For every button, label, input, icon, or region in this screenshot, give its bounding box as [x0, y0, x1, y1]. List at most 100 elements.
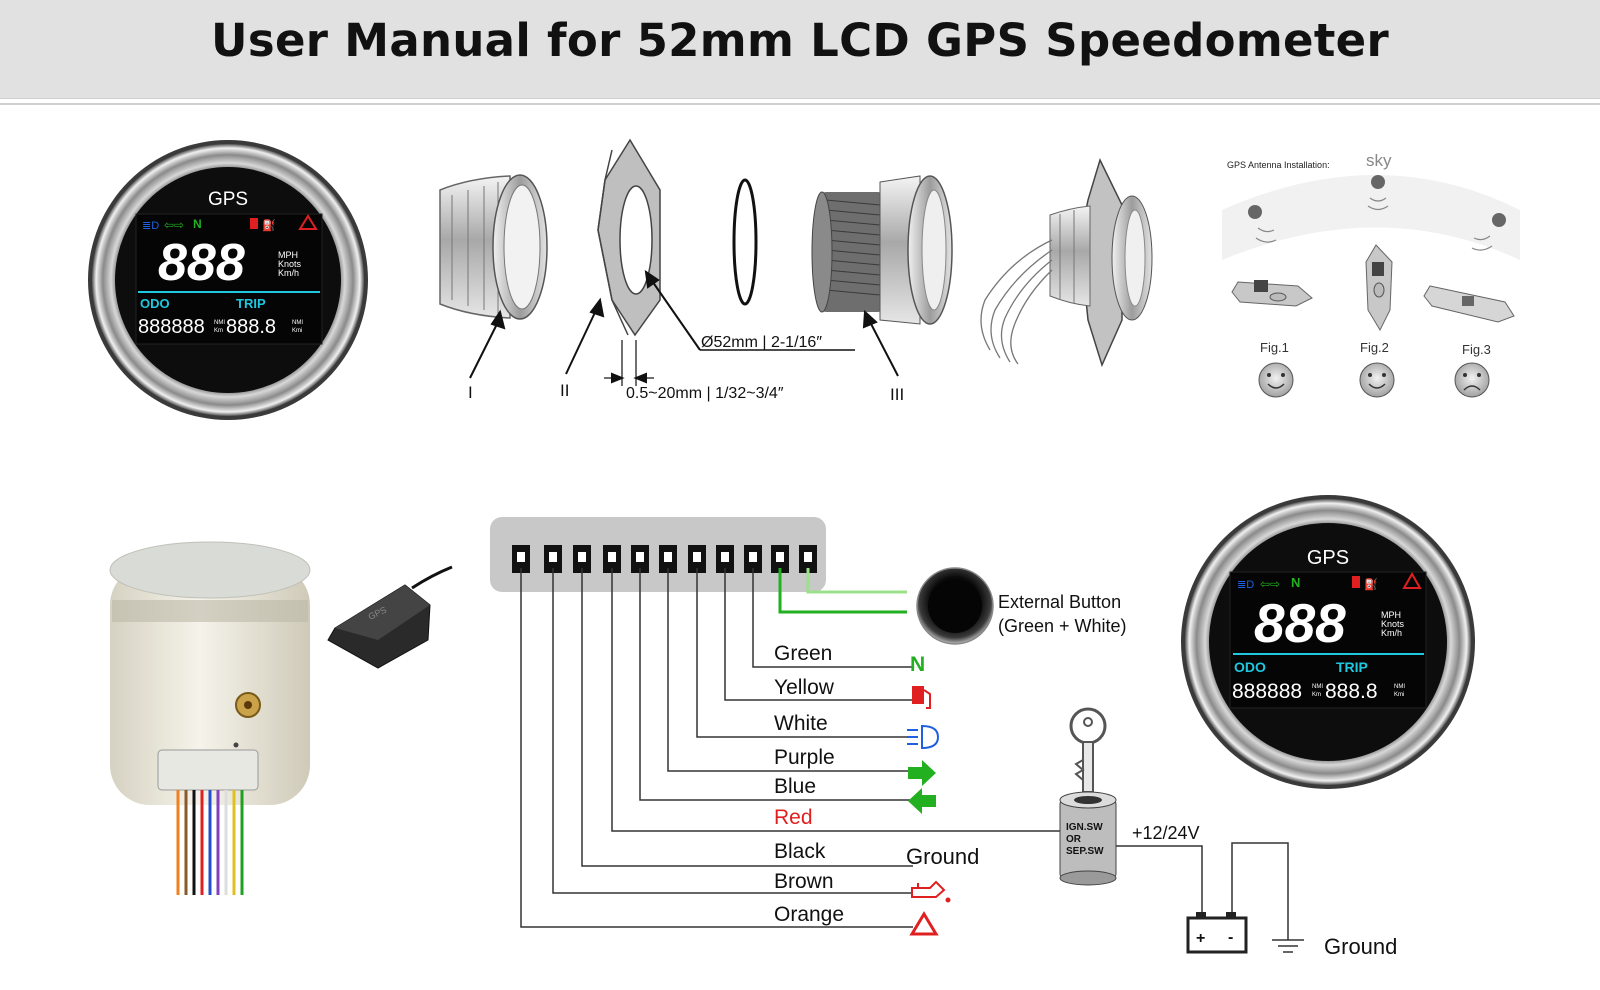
gauge-rear-view — [109, 541, 311, 895]
part-label-i: I — [468, 383, 473, 402]
smiley-happy-icon — [1359, 362, 1395, 398]
odo-label: ODO — [140, 296, 170, 311]
fig-1-label: Fig.1 — [1260, 340, 1289, 355]
o-ring — [732, 178, 758, 306]
connector-pin-slot — [578, 552, 586, 562]
odo-digits: 888888 — [138, 316, 205, 338]
voltage-label: +12/24V — [1132, 823, 1200, 843]
gauge-bottom-right: GPS ≣D ⇦⇨ N ⛽ 888 MPH Knots Km/h ODO TRI… — [1181, 495, 1475, 789]
smiley-happy-icon — [1258, 362, 1294, 398]
odo-unit-nmi: NMI — [214, 320, 225, 326]
connector-pin-slot — [693, 552, 701, 562]
power-wiring — [1116, 842, 1289, 940]
thickness-label: 0.5~20mm | 1/32~3/4″ — [626, 385, 784, 402]
wire-label-white: White — [774, 712, 828, 735]
connector-pin-slot — [517, 552, 525, 562]
gauge-brand-label: GPS — [208, 189, 248, 210]
trip-label: TRIP — [1336, 659, 1368, 675]
odo-digits: 888888 — [1232, 680, 1302, 703]
neutral-indicator: N — [193, 217, 202, 231]
warning-triangle-icon — [909, 911, 939, 936]
connector-pin-slot — [549, 552, 557, 562]
connector-pin-slot — [664, 552, 672, 562]
part-nut — [439, 174, 548, 320]
unit-mph: MPH — [278, 250, 298, 260]
oil-can-icon — [911, 880, 951, 903]
neutral-icon: N — [910, 653, 925, 676]
trip-unit-kmi: Kmi — [1394, 692, 1404, 698]
wiring-lines — [520, 568, 1062, 928]
unit-knots: Knots — [1381, 619, 1405, 629]
switch-label-2: OR — [1066, 834, 1082, 845]
title-banner: User Manual for 52mm LCD GPS Speedometer — [0, 0, 1600, 99]
switch-label-3: SEP.SW — [1066, 846, 1104, 857]
neutral-indicator: N — [1291, 575, 1300, 590]
battery-icon: + - — [1186, 912, 1248, 954]
part-label-iii: III — [890, 385, 904, 404]
installation-diagram: I II III Ø52mm | 2-1/16″ 0.5~20mm | 1/32… — [439, 138, 1153, 404]
battery-minus: - — [1228, 929, 1233, 946]
trip-label: TRIP — [236, 296, 266, 311]
trip-unit-nmi: NMI — [1394, 684, 1405, 690]
part-assembled — [980, 157, 1153, 368]
connector-pin-slot — [636, 552, 644, 562]
wire-label-yellow: Yellow — [774, 676, 835, 699]
ground-symbol-icon — [1272, 939, 1304, 953]
wire-icons: N — [907, 653, 951, 936]
key-icon — [1069, 707, 1107, 793]
gauge-top-left: GPS ≣D ⇦⇨ N ⛽ 888 MPH Knots Km/h ODO TRI… — [88, 140, 368, 420]
wire-label-green: Green — [774, 642, 832, 665]
warning-icon — [298, 214, 318, 230]
gauge-brand-label: GPS — [1307, 547, 1349, 569]
wire-label-blue: Blue — [774, 775, 816, 798]
odo-label: ODO — [1234, 659, 1266, 675]
left-arrow-icon — [908, 788, 936, 814]
header-divider — [0, 103, 1600, 105]
oil-icon: ⛽ — [262, 219, 276, 232]
connector-pin-slot — [608, 552, 616, 562]
satellite-icon — [1371, 175, 1385, 189]
oil-icon: ⛽ — [1364, 578, 1378, 591]
connector-pin-slot — [804, 552, 812, 562]
headlight-icon — [907, 724, 940, 750]
black-wire-ground-label: Ground — [906, 844, 979, 869]
connector-pin-slot — [776, 552, 784, 562]
unit-kmh: Km/h — [278, 268, 299, 278]
external-button — [916, 567, 994, 645]
satellite-icon — [1492, 213, 1506, 227]
battery-plus: + — [1196, 930, 1205, 947]
turn-signal-icon: ⇦⇨ — [164, 218, 184, 232]
sma-connector-icon — [235, 692, 261, 718]
right-arrow-icon — [908, 760, 936, 786]
turn-signal-icon: ⇦⇨ — [1260, 577, 1280, 591]
part-panel — [597, 138, 661, 337]
headlight-icon: ≣D — [1237, 579, 1254, 591]
odo-unit-km: Km — [214, 328, 223, 334]
diameter-label: Ø52mm | 2-1/16″ — [701, 334, 822, 351]
wire-label-brown: Brown — [774, 870, 834, 893]
trip-digits: 888.8 — [226, 316, 276, 338]
external-button-label: External Button — [998, 592, 1121, 612]
odo-unit-nmi: NMI — [1312, 684, 1323, 690]
trip-unit-nmi: NMI — [292, 320, 303, 326]
smiley-sad-icon — [1454, 362, 1490, 398]
antenna-title: GPS Antenna Installation: — [1227, 160, 1330, 170]
ignition-switch: IGN.SW OR SEP.SW — [1059, 707, 1117, 886]
unit-mph: MPH — [1381, 610, 1401, 620]
fig-3-label: Fig.3 — [1462, 342, 1491, 357]
satellite-icon — [1248, 205, 1262, 219]
gps-antenna-module: GPS — [327, 565, 453, 669]
wire-label-black: Black — [774, 840, 826, 863]
unit-knots: Knots — [278, 259, 302, 269]
wire-label-purple: Purple — [774, 746, 835, 769]
sky-label: sky — [1366, 151, 1392, 170]
part-threaded-bracket — [811, 175, 953, 325]
connector-pin-slot — [721, 552, 729, 562]
headlight-icon: ≣D — [142, 220, 159, 232]
battery-ground-label: Ground — [1324, 934, 1397, 959]
page-title: User Manual for 52mm LCD GPS Speedometer — [211, 14, 1389, 67]
wire-labels: Green Yellow White Purple Blue Red Black… — [774, 642, 979, 926]
speed-digits: 888 — [158, 234, 245, 292]
warning-icon — [1402, 571, 1422, 589]
